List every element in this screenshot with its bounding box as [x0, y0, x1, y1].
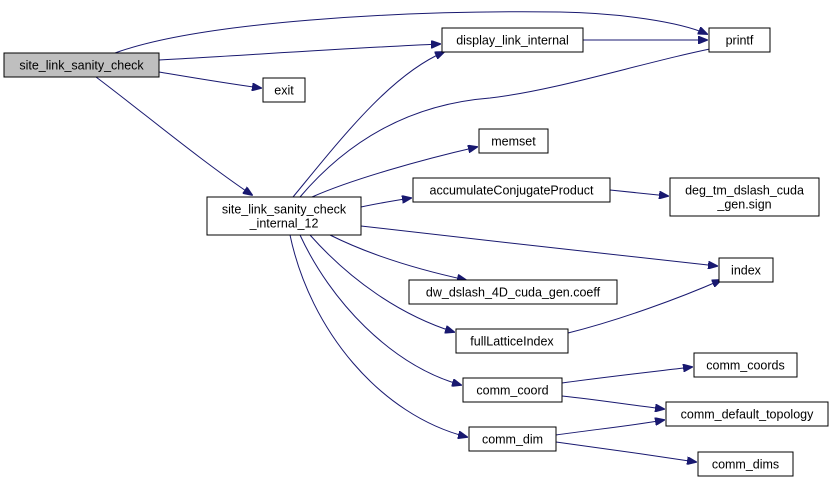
node-memset[interactable]: memset	[478, 128, 549, 154]
node-fullLatticeIndex[interactable]: fullLatticeIndex	[455, 328, 569, 354]
node-dw_dslash_4D_cuda_gen_coeff[interactable]: dw_dslash_4D_cuda_gen.coeff	[408, 279, 618, 305]
node-label: exit	[274, 84, 294, 98]
edge-site_link_sanity_check_internal_12-to-display_link_internal	[292, 52, 444, 198]
node-box	[693, 352, 798, 378]
node-label: dw_dslash_4D_cuda_gen.coeff	[426, 286, 601, 300]
node-label: comm_default_topology	[681, 408, 814, 422]
node-label: comm_coords	[706, 359, 785, 373]
node-box	[669, 177, 820, 217]
node-label: site_link_sanity_check	[222, 203, 347, 217]
node-index[interactable]: index	[718, 257, 774, 283]
node-label: accumulateConjugateProduct	[430, 184, 595, 198]
node-printf[interactable]: printf	[708, 27, 771, 53]
edge-site_link_sanity_check_internal_12-to-memset	[311, 147, 477, 198]
edge-site_link_sanity_check_internal_12-to-comm_dim	[289, 234, 467, 437]
edge-comm_coord-to-comm_default_topology	[561, 395, 664, 409]
edge-site_link_sanity_check_internal_12-to-comm_coord	[299, 234, 461, 385]
node-label: fullLatticeIndex	[470, 335, 554, 349]
edges-layer	[95, 11, 725, 462]
node-comm_default_topology[interactable]: comm_default_topology	[665, 401, 829, 427]
node-box	[3, 52, 160, 78]
edge-site_link_sanity_check_internal_12-to-accumulateConjugateProduct	[360, 198, 411, 208]
edge-accumulateConjugateProduct-to-deg_tm_dslash_cuda_gen_sign	[609, 189, 668, 196]
edge-site_link_sanity_check_internal_12-to-printf	[299, 46, 725, 198]
edge-site_link_sanity_check_internal_12-to-dw_dslash_4D_cuda_gen_coeff	[329, 234, 466, 280]
node-label: _gen.sign	[716, 198, 771, 212]
node-box	[468, 426, 557, 452]
node-box	[462, 377, 563, 403]
node-box	[718, 257, 774, 283]
node-box	[455, 328, 569, 354]
node-label: comm_coord	[476, 384, 548, 398]
node-label: index	[731, 264, 762, 278]
node-box	[412, 177, 611, 203]
node-display_link_internal[interactable]: display_link_internal	[441, 27, 584, 53]
node-box	[665, 401, 829, 427]
node-label: _internal_12	[249, 217, 319, 231]
edge-site_link_sanity_check_internal_12-to-fullLatticeIndex	[309, 234, 454, 332]
node-box	[262, 77, 306, 103]
node-label: site_link_sanity_check	[19, 59, 144, 73]
node-site_link_sanity_check_internal_12[interactable]: site_link_sanity_check_internal_12	[206, 196, 362, 236]
node-comm_dim[interactable]: comm_dim	[468, 426, 557, 452]
edge-site_link_sanity_check-to-display_link_internal	[158, 44, 440, 61]
node-comm_coords[interactable]: comm_coords	[693, 352, 798, 378]
node-label: printf	[726, 34, 754, 48]
node-label: display_link_internal	[456, 34, 569, 48]
node-box	[708, 27, 771, 53]
edge-fullLatticeIndex-to-index	[567, 280, 721, 334]
node-box	[478, 128, 549, 154]
node-site_link_sanity_check[interactable]: site_link_sanity_check	[3, 52, 160, 78]
node-label: deg_tm_dslash_cuda	[685, 184, 804, 198]
node-box	[441, 27, 584, 53]
node-box	[206, 196, 362, 236]
edge-site_link_sanity_check-to-printf	[114, 11, 707, 54]
edge-comm_dim-to-comm_dims	[555, 441, 696, 462]
edge-comm_dim-to-comm_default_topology	[555, 420, 664, 436]
node-label: comm_dims	[712, 458, 779, 472]
edge-site_link_sanity_check-to-site_link_sanity_check_internal_12	[95, 76, 252, 195]
node-label: comm_dim	[482, 433, 543, 447]
node-comm_dims[interactable]: comm_dims	[697, 451, 794, 477]
node-deg_tm_dslash_cuda_gen_sign[interactable]: deg_tm_dslash_cuda_gen.sign	[669, 177, 820, 217]
node-exit[interactable]: exit	[262, 77, 306, 103]
node-box	[408, 279, 618, 305]
node-box	[697, 451, 794, 477]
node-accumulateConjugateProduct[interactable]: accumulateConjugateProduct	[412, 177, 611, 203]
nodes-layer: site_link_sanity_check display_link_inter…	[3, 27, 829, 477]
edge-site_link_sanity_check_internal_12-to-index	[360, 225, 717, 266]
node-comm_coord[interactable]: comm_coord	[462, 377, 563, 403]
edge-site_link_sanity_check-to-exit	[158, 71, 261, 88]
node-label: memset	[491, 135, 536, 149]
edge-comm_coord-to-comm_coords	[561, 367, 692, 384]
